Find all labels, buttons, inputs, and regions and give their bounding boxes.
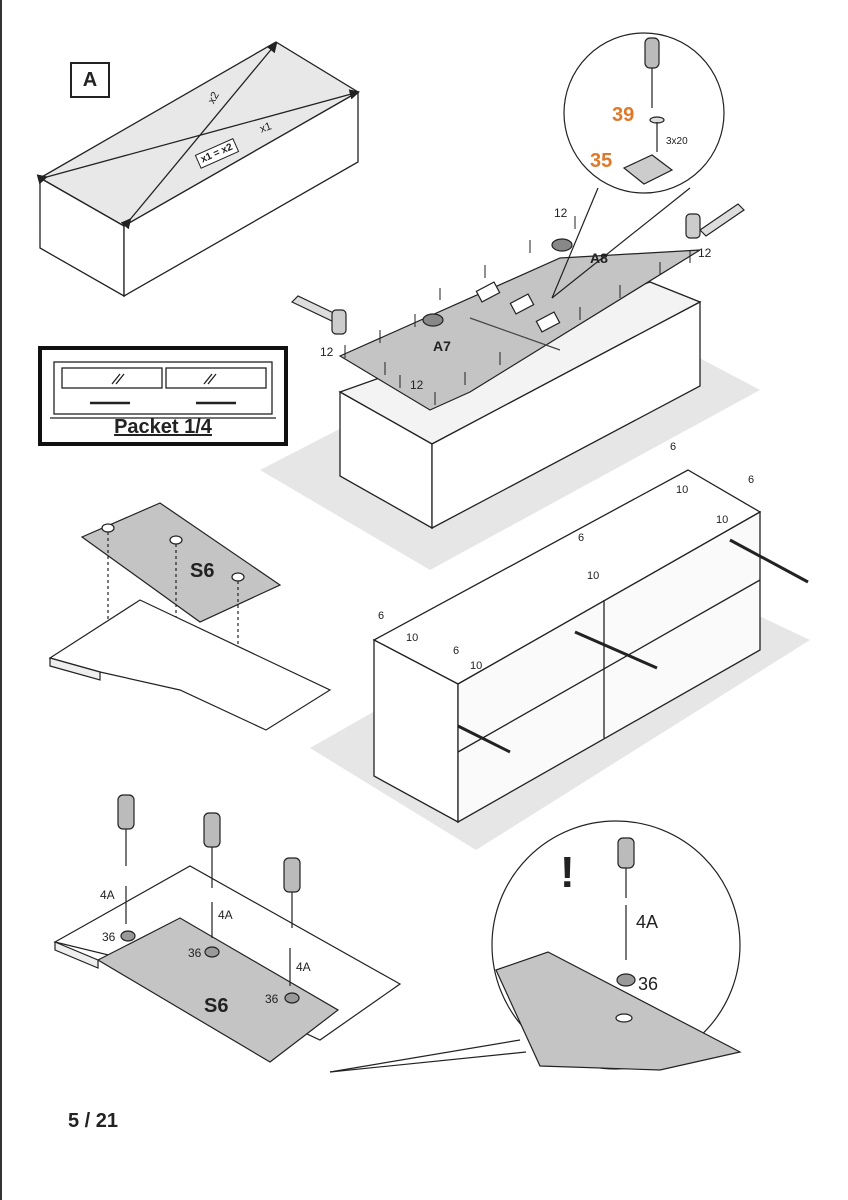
quantity-label: 10: [470, 660, 483, 672]
glide-36-label: 36: [188, 946, 202, 960]
zoom-screw-label: 4A: [636, 912, 659, 932]
open-carcass: [372, 469, 809, 824]
packet-label: Packet 1/4: [114, 416, 212, 438]
screw-count-label: 12: [320, 345, 334, 359]
quantity-label: 10: [406, 632, 419, 644]
quantity-label: 10: [716, 514, 729, 526]
packet-furniture-icon: [50, 361, 276, 419]
glide-36-label: 36: [265, 992, 279, 1006]
packet-box: Packet 1/4: [38, 346, 288, 446]
quantity-label: 10: [676, 484, 689, 496]
screw-count-label: 12: [410, 378, 424, 392]
bottom-s6-label: S6: [204, 995, 229, 1017]
page-edge-line: [0, 0, 2, 1200]
warning-icon: !: [560, 848, 575, 897]
cabinet-box-diagram: [36, 41, 361, 298]
clamp-tool: [290, 203, 745, 335]
step-label: A: [70, 62, 110, 98]
quantity-label: 6: [453, 645, 460, 657]
panel-a7-label: A7: [433, 338, 451, 354]
screw-pins: [344, 216, 691, 405]
quantity-label: 6: [748, 474, 755, 486]
zoom-detail-circle: [329, 820, 742, 1073]
quantity-label: 6: [578, 532, 585, 544]
top-panels: [338, 238, 701, 411]
quantity-label: 10: [587, 570, 600, 582]
screw-4a-label: 4A: [100, 888, 115, 902]
screw-4a-label: 4A: [218, 908, 233, 922]
shelf-s6-label: S6: [190, 560, 215, 582]
plate-part-number: 35: [590, 150, 613, 172]
page-number: 5 / 21: [68, 1110, 119, 1132]
zoom-glide-label: 36: [638, 974, 659, 994]
bottom-assembly: [53, 794, 402, 1063]
glide-36-label: 36: [102, 930, 116, 944]
screw-4a-label: 4A: [296, 960, 311, 974]
panel-a8-label: A8: [590, 250, 608, 266]
shelf-exploded: [48, 502, 332, 731]
screw-size-label: 3x20: [666, 136, 688, 147]
quantity-label: 6: [670, 441, 677, 453]
detail-circle-top: [551, 32, 725, 299]
screw-count-label: 12: [554, 206, 568, 220]
screw-part-number: 39: [612, 104, 635, 126]
screw-count-label: 12: [698, 246, 712, 260]
quantity-label: 6: [378, 610, 385, 622]
